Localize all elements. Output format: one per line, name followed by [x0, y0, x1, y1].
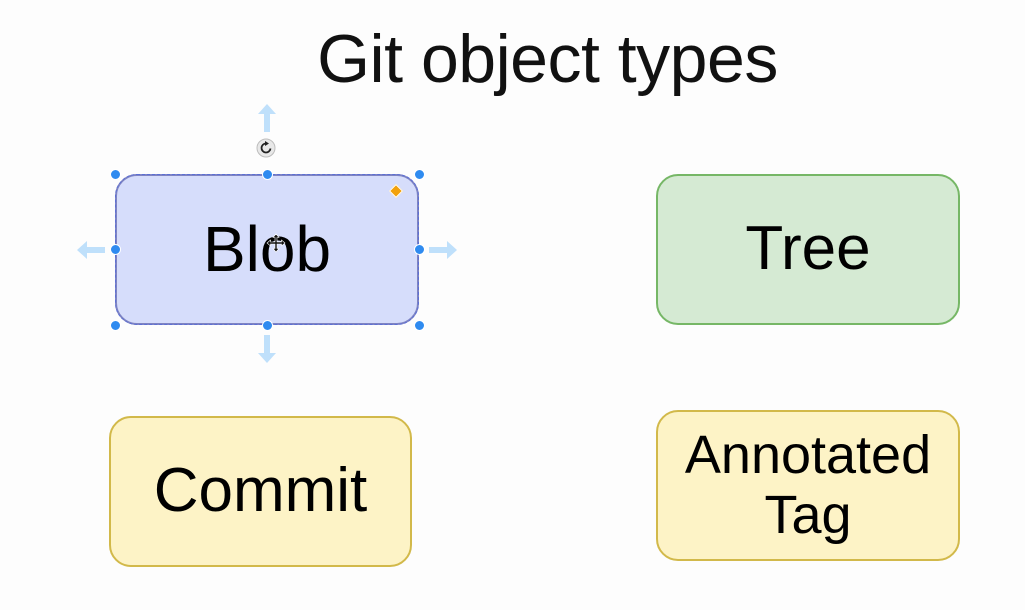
commit-node[interactable]: Commit [109, 416, 412, 567]
resize-handle-top-right[interactable] [413, 168, 425, 180]
resize-handle-top[interactable] [261, 168, 273, 180]
tree-label: Tree [745, 214, 871, 284]
diagram-title[interactable]: Git object types [317, 21, 778, 97]
annotated-tag-label: Annotated Tag [684, 425, 932, 545]
blob-node[interactable]: Blob [115, 174, 419, 325]
resize-handle-left[interactable] [109, 243, 121, 255]
rotate-icon[interactable] [256, 138, 276, 158]
resize-handle-top-left[interactable] [109, 168, 121, 180]
hover-arrow-down-icon[interactable] [257, 334, 277, 364]
annotated-tag-node[interactable]: Annotated Tag [656, 410, 960, 561]
blob-label: Blob [202, 213, 332, 286]
resize-handle-bottom[interactable] [261, 319, 273, 331]
tree-node[interactable]: Tree [656, 174, 960, 325]
hover-arrow-up-icon[interactable] [257, 103, 277, 133]
resize-handle-bottom-left[interactable] [109, 319, 121, 331]
resize-handle-bottom-right[interactable] [413, 319, 425, 331]
commit-label: Commit [153, 456, 368, 526]
hover-arrow-right-icon[interactable] [428, 240, 458, 260]
hover-arrow-left-icon[interactable] [76, 240, 106, 260]
resize-handle-right[interactable] [413, 243, 425, 255]
